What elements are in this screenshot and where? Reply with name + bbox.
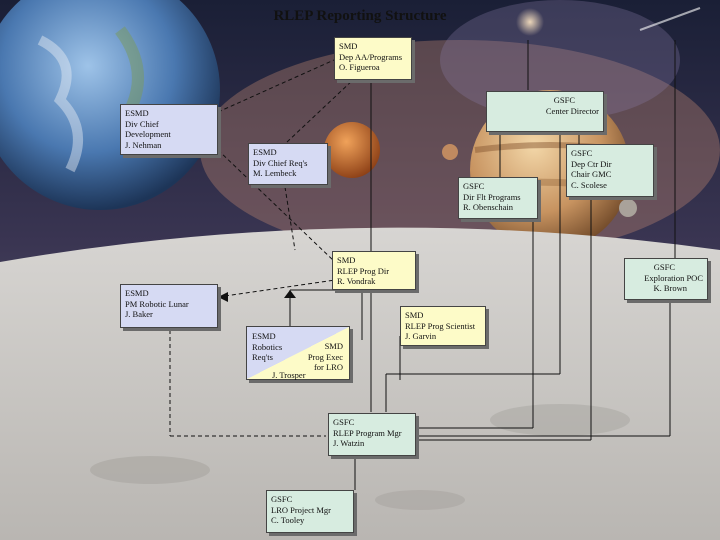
- box-text: Div Chief: [125, 118, 159, 129]
- note-trosper: J. Trosper: [272, 370, 306, 380]
- box-esmd-div-chief-dev: ESMD Div Chief Development J. Nehman: [120, 104, 218, 155]
- box-text: GSFC: [463, 181, 485, 191]
- box-text: M. Lembeck: [253, 168, 297, 178]
- box-gsfc-exploration-poc: GSFC Exploration POC K. Brown: [624, 258, 708, 300]
- box-text: O. Figueroa: [339, 62, 380, 72]
- box-text: RLEP Prog Dir: [337, 265, 390, 276]
- box-text: Dep AA/Programs: [339, 51, 403, 62]
- box-text: GSFC: [553, 95, 575, 105]
- box-text: Center Director: [545, 105, 599, 116]
- box-left-text: ESMD Robotics Req'ts: [252, 331, 282, 363]
- box-text: Req'ts: [252, 352, 273, 362]
- box-text: Exploration POC: [644, 272, 703, 283]
- box-text: J. Watzin: [333, 438, 365, 448]
- arrowhead-pm: [218, 292, 228, 302]
- dash-esmd-to-smd: [217, 59, 335, 113]
- box-text: Div Chief Req's: [253, 157, 308, 168]
- box-esmd-div-chief-reqs: ESMD Div Chief Req's M. Lembeck: [248, 143, 328, 185]
- box-text: Prog Exec: [307, 351, 343, 362]
- diagram-title: RLEP Reporting Structure: [273, 8, 447, 24]
- box-text: GSFC: [271, 494, 293, 504]
- box-text: Robotics: [252, 341, 283, 352]
- box-smd-dep-aa: SMD Dep AA/Programs O. Figueroa: [334, 37, 412, 80]
- box-text: ESMD: [253, 147, 277, 157]
- box-text: RLEP Prog Scientist: [405, 320, 476, 331]
- box-text: C. Scolese: [571, 179, 607, 190]
- box-smd-rlep-prog-scientist: SMD RLEP Prog Scientist J. Garvin: [400, 306, 486, 346]
- box-gsfc-rlep-program-mgr: GSFC RLEP Program Mgr J. Watzin: [328, 413, 416, 456]
- box-text: LRO Project Mgr: [271, 504, 331, 515]
- box-text: J. Nehman: [125, 139, 162, 150]
- dash-pm-to-vondrak: [217, 279, 336, 298]
- box-esmd-pm-robotic-lunar: ESMD PM Robotic Lunar J. Baker: [120, 284, 218, 328]
- box-text: K. Brown: [653, 283, 687, 293]
- box-robotics-prog-exec: ESMD Robotics Req'ts SMD Prog Exec for L…: [246, 326, 350, 380]
- box-text: ESMD: [125, 108, 149, 118]
- box-gsfc-dep-ctr-dir: GSFC Dep Ctr Dir Chair GMC C. Scolese: [566, 144, 654, 197]
- box-text: R. Vondrak: [337, 276, 376, 286]
- box-text: SMD: [324, 341, 343, 351]
- box-text: C. Tooley: [271, 515, 305, 525]
- box-text: SMD: [339, 41, 358, 51]
- dash-reqs-to-vondrak: [284, 186, 296, 251]
- box-gsfc-dir-flt-programs: GSFC Dir Flt Programs R. Obenschain: [458, 177, 538, 219]
- box-right-text: SMD Prog Exec for LRO: [308, 341, 343, 373]
- dash-esmd-to-vondrak: [217, 149, 336, 263]
- box-text: ESMD: [125, 288, 149, 298]
- box-text: GSFC: [333, 417, 355, 427]
- box-text: PM Robotic Lunar: [125, 298, 189, 309]
- box-text: GSFC: [653, 262, 675, 272]
- box-text: Dir Flt Programs: [463, 191, 521, 202]
- box-text: R. Obenschain: [463, 202, 514, 212]
- box-text: SMD: [337, 255, 356, 265]
- box-text: Chair GMC: [571, 169, 612, 179]
- box-smd-rlep-prog-dir: SMD RLEP Prog Dir R. Vondrak: [332, 251, 416, 290]
- arrowhead-feedback: [284, 290, 296, 298]
- box-text: SMD: [405, 310, 424, 320]
- box-text: ESMD: [252, 331, 276, 341]
- box-gsfc-lro-project-mgr: GSFC LRO Project Mgr C. Tooley: [266, 490, 354, 533]
- box-gsfc-center-director: GSFC Center Director: [486, 91, 604, 132]
- dash-reqs-to-smd: [286, 77, 356, 143]
- box-text: Dep Ctr Dir: [571, 158, 612, 169]
- box-text: J. Garvin: [405, 331, 437, 341]
- box-text: Development: [125, 129, 171, 139]
- box-text: GSFC: [571, 148, 593, 158]
- box-text: RLEP Program Mgr: [333, 427, 402, 438]
- box-text: J. Baker: [125, 309, 153, 319]
- box-text: for LRO: [313, 362, 343, 372]
